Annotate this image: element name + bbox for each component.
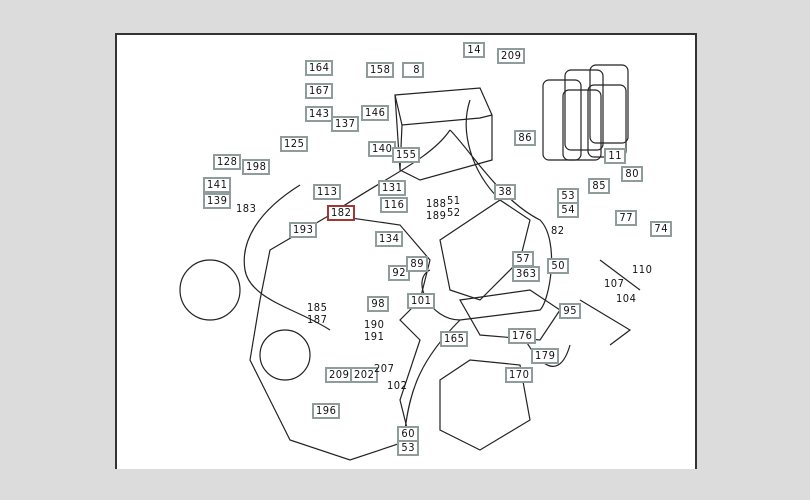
callout-170[interactable]: 170 — [505, 367, 534, 383]
callout-60[interactable]: 60 — [397, 426, 419, 442]
callout-141[interactable]: 141 — [203, 177, 232, 193]
callout-77[interactable]: 77 — [615, 210, 637, 226]
callout-14[interactable]: 14 — [463, 42, 485, 58]
callout-116[interactable]: 116 — [380, 197, 409, 213]
callout-92[interactable]: 92 — [388, 265, 410, 281]
callout-164[interactable]: 164 — [305, 60, 334, 76]
callout-139[interactable]: 139 — [203, 193, 232, 209]
label-187: 187 — [307, 313, 328, 326]
label-107: 107 — [604, 277, 625, 290]
label-189: 189 — [426, 209, 447, 222]
label-82: 82 — [551, 224, 565, 237]
callout-165[interactable]: 165 — [440, 331, 469, 347]
callout-53-upper[interactable]: 53 — [557, 188, 579, 204]
callout-80[interactable]: 80 — [621, 166, 643, 182]
callout-53-lower[interactable]: 53 — [397, 440, 419, 456]
callout-101[interactable]: 101 — [407, 293, 436, 309]
callout-98[interactable]: 98 — [367, 296, 389, 312]
label-190: 190 — [364, 318, 385, 331]
callout-125[interactable]: 125 — [280, 136, 309, 152]
callout-196[interactable]: 196 — [312, 403, 341, 419]
callout-198[interactable]: 198 — [242, 159, 271, 175]
callout-134[interactable]: 134 — [375, 231, 404, 247]
callout-50[interactable]: 50 — [547, 258, 569, 274]
label-207: 207 — [374, 362, 395, 375]
callout-95[interactable]: 95 — [559, 303, 581, 319]
canister-pack-drawing — [542, 64, 629, 161]
label-102: 102 — [387, 379, 408, 392]
callout-137[interactable]: 137 — [331, 116, 360, 132]
callout-11[interactable]: 11 — [604, 148, 626, 164]
callout-128[interactable]: 128 — [213, 154, 242, 170]
callout-158[interactable]: 158 — [366, 62, 395, 78]
parts-diagram-panel — [115, 33, 697, 469]
callout-182-selected[interactable]: 182 — [327, 205, 356, 221]
label-185: 185 — [307, 301, 328, 314]
callout-74[interactable]: 74 — [650, 221, 672, 237]
callout-57[interactable]: 57 — [512, 251, 534, 267]
callout-363[interactable]: 363 — [512, 266, 541, 282]
label-51: 51 — [447, 194, 461, 207]
callout-209-top[interactable]: 209 — [497, 48, 526, 64]
label-191: 191 — [364, 330, 385, 343]
callout-38[interactable]: 38 — [494, 184, 516, 200]
callout-8[interactable]: 8 — [402, 62, 424, 78]
callout-54[interactable]: 54 — [557, 202, 579, 218]
label-183: 183 — [236, 202, 257, 215]
callout-176[interactable]: 176 — [508, 328, 537, 344]
callout-86[interactable]: 86 — [514, 130, 536, 146]
label-52: 52 — [447, 206, 461, 219]
callout-146[interactable]: 146 — [361, 105, 390, 121]
callout-131[interactable]: 131 — [378, 180, 407, 196]
callout-202[interactable]: 202 — [350, 367, 379, 383]
callout-143[interactable]: 143 — [305, 106, 334, 122]
callout-89[interactable]: 89 — [406, 256, 428, 272]
label-188: 188 — [426, 197, 447, 210]
callout-113[interactable]: 113 — [313, 184, 342, 200]
callout-85[interactable]: 85 — [588, 178, 610, 194]
callout-193[interactable]: 193 — [289, 222, 318, 238]
callout-209-bottom[interactable]: 209 — [325, 367, 354, 383]
battery-drawing — [394, 87, 493, 181]
callout-167[interactable]: 167 — [305, 83, 334, 99]
label-104: 104 — [616, 292, 637, 305]
callout-179[interactable]: 179 — [531, 348, 560, 364]
callout-155[interactable]: 155 — [392, 147, 421, 163]
label-110: 110 — [632, 263, 653, 276]
engine-block-drawing — [249, 214, 431, 461]
